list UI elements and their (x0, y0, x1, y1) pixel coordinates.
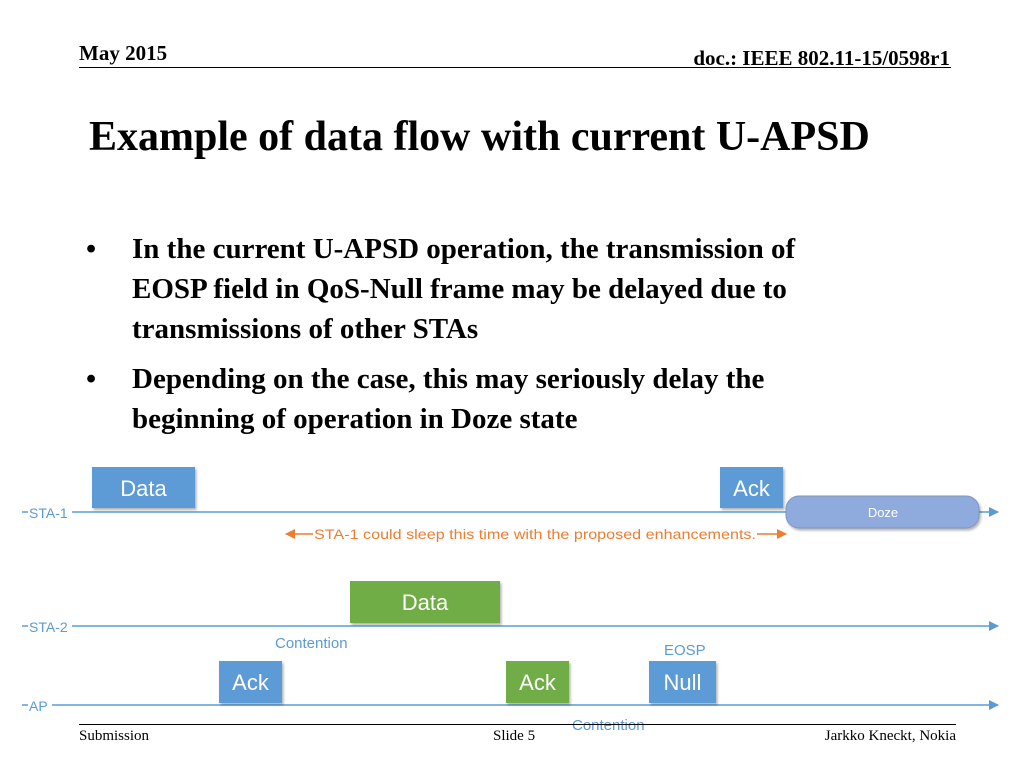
sta2-data-label: Data (402, 590, 449, 615)
header-divider (79, 67, 951, 68)
bullet-item: • Depending on the case, this may seriou… (86, 359, 946, 439)
sta2-data-box (350, 581, 500, 623)
ap-ack-label-2: Ack (519, 670, 557, 695)
sta1-ack-label: Ack (733, 476, 771, 501)
bullet-line: beginning of operation in Doze state (132, 403, 578, 435)
sleep-note: STA-1 could sleep this time with the pro… (314, 526, 756, 542)
contention-label-2: Contention (572, 717, 645, 730)
ap-ack-label-1: Ack (232, 670, 270, 695)
ap-null-label: Null (664, 670, 702, 695)
bullet-line: Depending on the case, this may seriousl… (132, 363, 765, 395)
ap-ack-box-2 (506, 661, 569, 703)
bullet-list: • In the current U-APSD operation, the t… (86, 229, 946, 449)
contention-label-1: Contention (275, 635, 348, 652)
sta1-doze-box (785, 495, 980, 529)
bullet-line: transmissions of other STAs (132, 313, 479, 345)
lane-label-ap: AP (29, 698, 48, 714)
header-doc-id: doc.: IEEE 802.11-15/0598r1 (693, 46, 950, 70)
footer-author: Jarkko Kneckt, Nokia (824, 728, 956, 744)
bullet-line: EOSP field in QoS-Null frame may be dela… (132, 273, 787, 305)
bullet-line: In the current U-APSD operation, the tra… (132, 233, 796, 265)
slide-title: Example of data flow with current U-APSD (89, 114, 870, 160)
bullet-marker: • (86, 363, 97, 395)
eosp-label: EOSP (664, 642, 706, 659)
bullet-marker: • (86, 233, 97, 265)
footer-divider (79, 724, 956, 725)
ap-null-box (649, 661, 716, 703)
sta1-data-box (92, 467, 195, 508)
ap-ack-box-1 (219, 661, 282, 703)
footer-submission: Submission (79, 728, 150, 744)
sta1-data-label: Data (120, 476, 167, 501)
sta1-doze-label: Doze (868, 505, 898, 520)
lane-label-sta1: STA-1 (29, 505, 68, 521)
bullet-item: • In the current U-APSD operation, the t… (86, 229, 946, 349)
sta1-ack-box (720, 467, 783, 508)
header-date: May 2015 (79, 41, 168, 65)
lane-label-sta2: STA-2 (29, 619, 68, 635)
u-apsd-flow-diagram: STA-1 STA-2 AP Data Ack Doze STA-1 could… (22, 467, 999, 730)
footer-slide-number: Slide 5 (493, 728, 536, 744)
